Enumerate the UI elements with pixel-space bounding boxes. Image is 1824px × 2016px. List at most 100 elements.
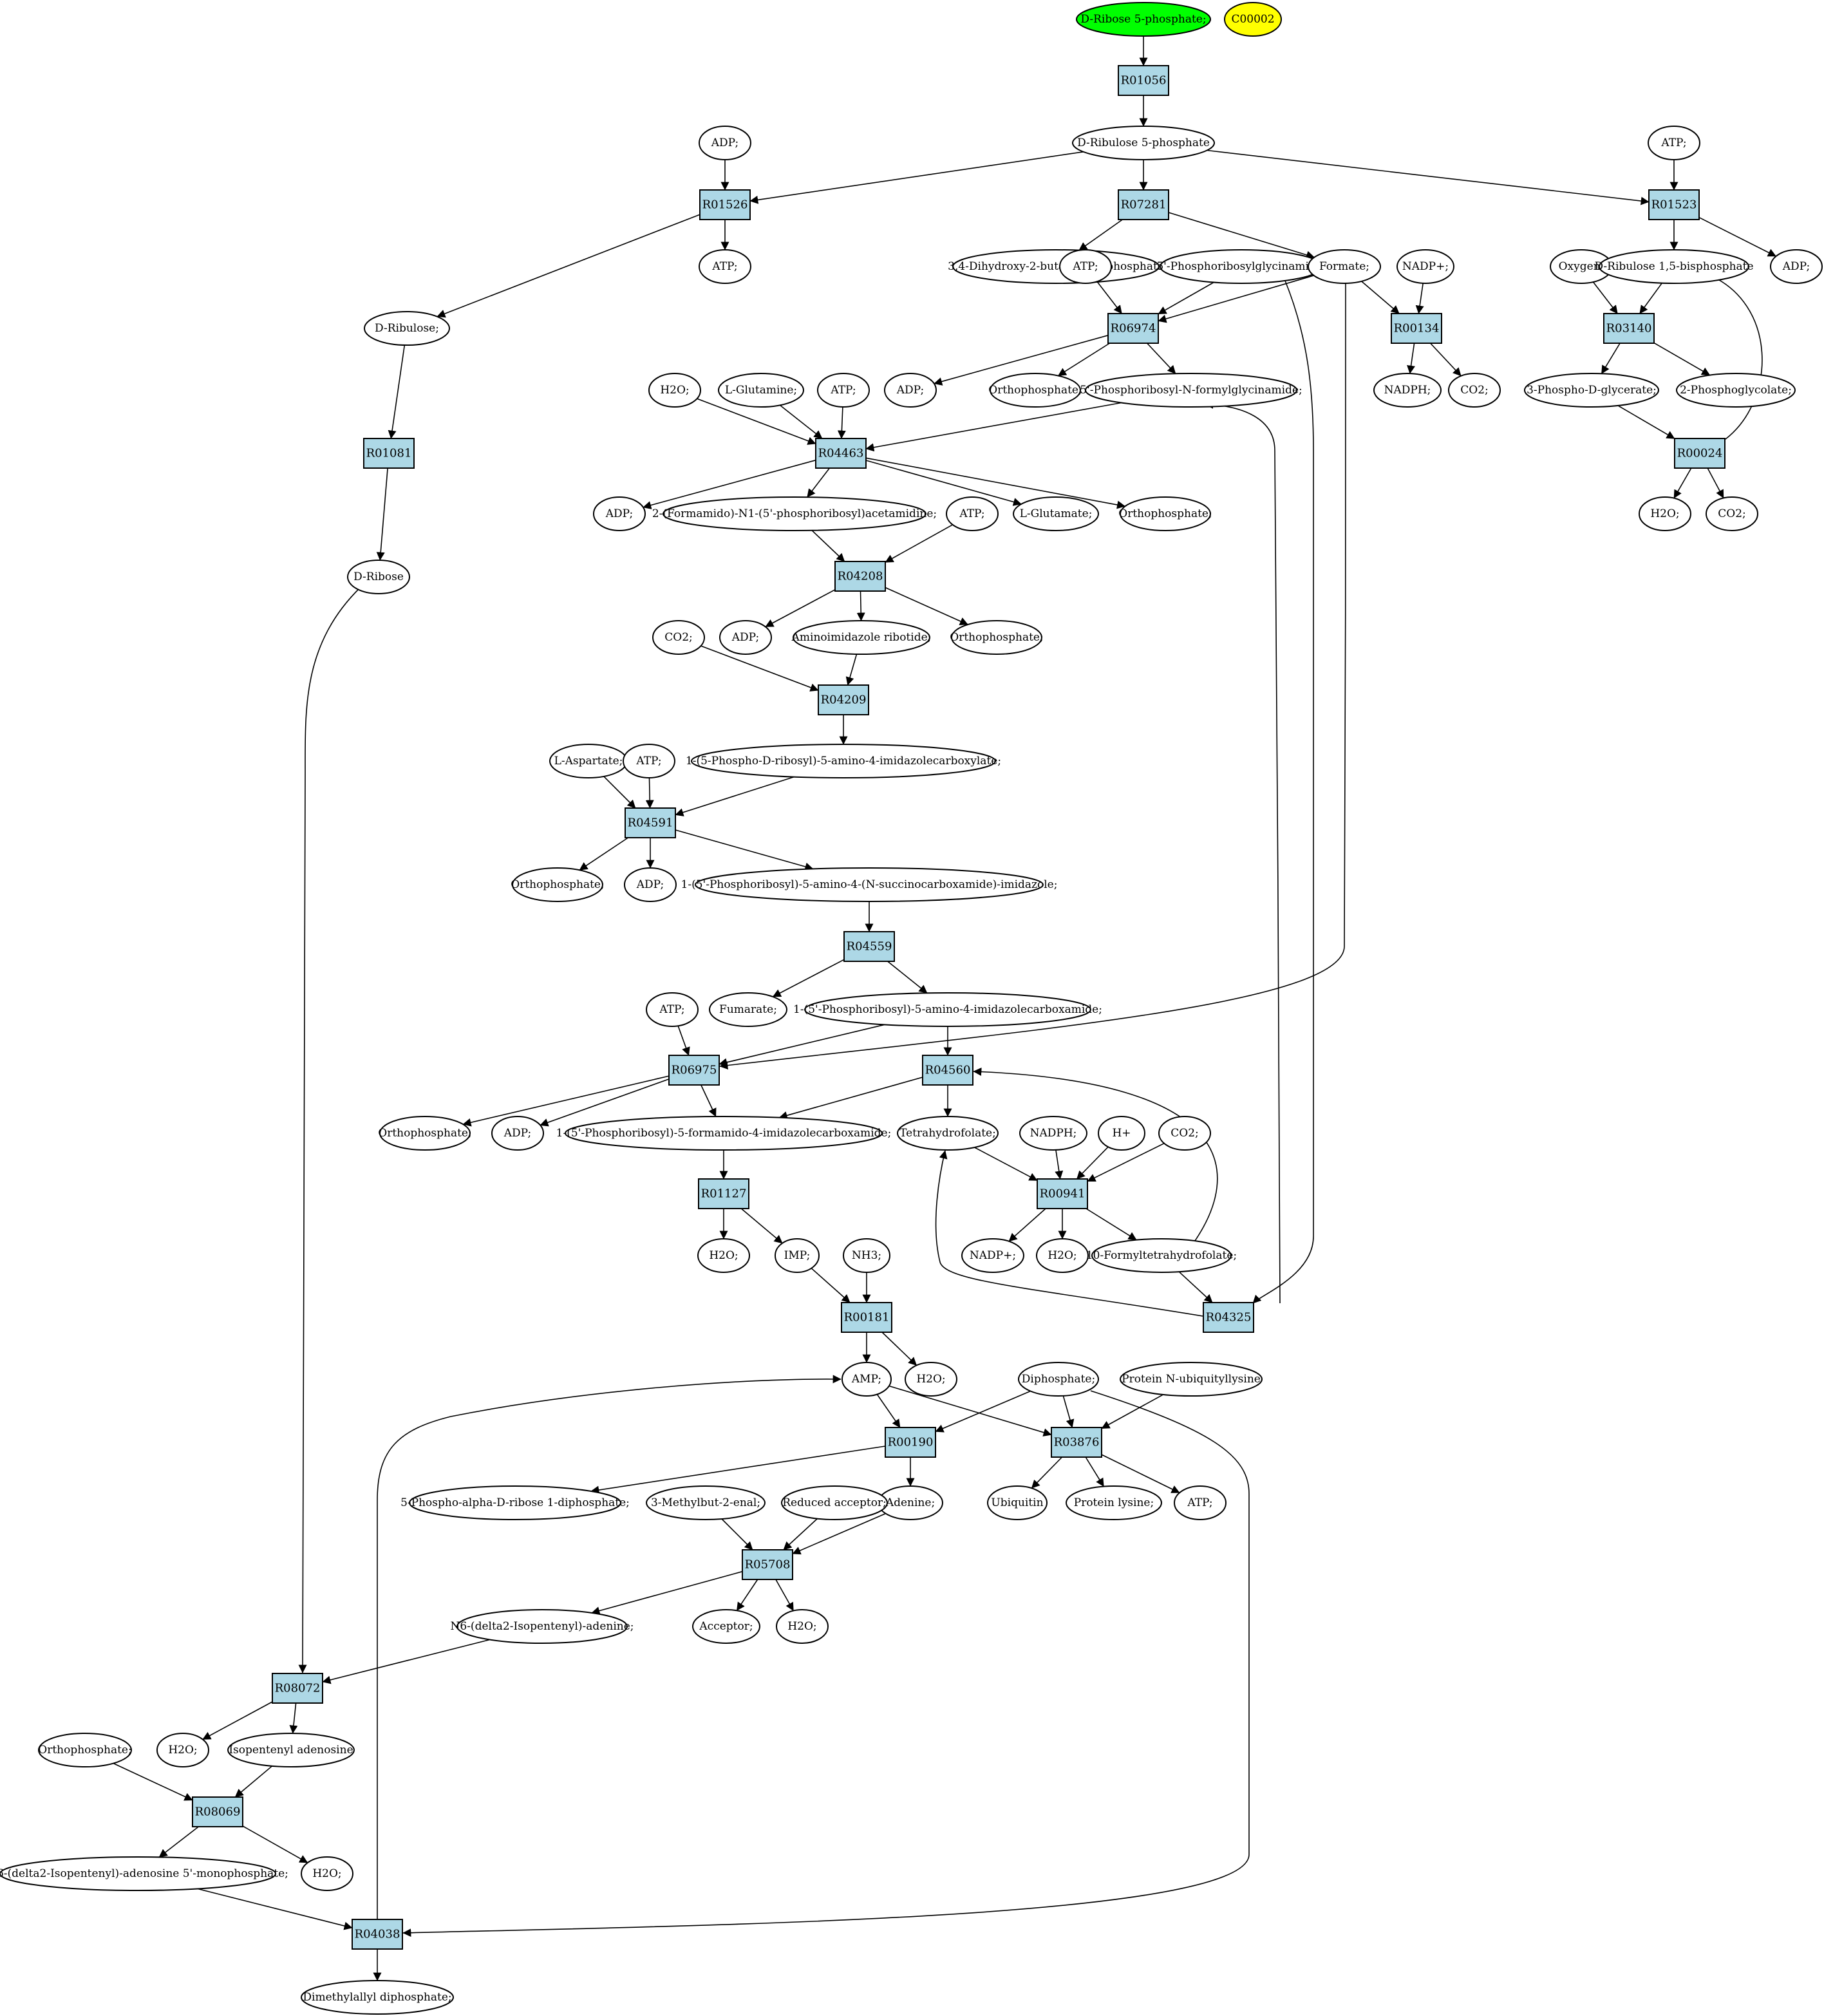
metabolite-node-cair[interactable]: 1-(5-Phospho-D-ribosyl)-5-amino-4-imidaz…: [686, 744, 1001, 778]
metabolite-node-nadph_r00134[interactable]: NADPH;: [1373, 373, 1442, 408]
metabolite-node-saicar[interactable]: 1-(5'-Phosphoribosyl)-5-amino-4-(N-succi…: [681, 867, 1058, 902]
metabolite-node-pi_r06974[interactable]: Orthophosphate;: [988, 373, 1082, 408]
metabolite-node-fgam[interactable]: 2-(Formamido)-N1-(5'-phosphoribosyl)acet…: [652, 496, 937, 531]
reaction-node-R03876[interactable]: R03876: [1051, 1427, 1102, 1458]
metabolite-node-pi_r04591[interactable]: Orthophosphate;: [511, 867, 605, 902]
metabolite-node-h2o_r05708[interactable]: H2O;: [776, 1609, 829, 1644]
reaction-node-R00941[interactable]: R00941: [1037, 1178, 1088, 1209]
metabolite-node-adp_r06975[interactable]: ADP;: [491, 1116, 544, 1151]
metabolite-node-dhbp[interactable]: 3,4-Dihydroxy-2-butanone 4-phosphate: [948, 249, 1164, 284]
metabolite-node-h2o_r08072[interactable]: H2O;: [156, 1733, 209, 1767]
metabolite-node-h2o_r08069[interactable]: H2O;: [301, 1856, 353, 1891]
reaction-node-R01056[interactable]: R01056: [1118, 65, 1169, 96]
reaction-node-R08069[interactable]: R08069: [192, 1796, 243, 1827]
reaction-node-R01127[interactable]: R01127: [698, 1178, 749, 1209]
metabolite-node-nadp_r00941[interactable]: NADP+;: [961, 1238, 1024, 1273]
metabolite-node-red_acc[interactable]: Reduced acceptor;: [781, 1485, 888, 1520]
metabolite-node-ru5p[interactable]: D-Ribulose 5-phosphate: [1072, 126, 1215, 160]
reaction-node-R07281[interactable]: R07281: [1118, 189, 1169, 220]
reaction-node-R08072[interactable]: R08072: [272, 1673, 323, 1704]
metabolite-node-gln[interactable]: L-Glutamine;: [718, 373, 804, 408]
reaction-node-R06975[interactable]: R06975: [668, 1055, 720, 1086]
metabolite-node-dmapp[interactable]: Dimethylallyl diphosphate;: [301, 1980, 454, 2015]
metabolite-node-h2o_r00941[interactable]: H2O;: [1036, 1238, 1089, 1273]
metabolite-node-nadph_r00941[interactable]: NADPH;: [1019, 1116, 1087, 1151]
metabolite-node-prot_ub[interactable]: Protein N-ubiquityllysine: [1120, 1362, 1263, 1397]
reaction-node-R04209[interactable]: R04209: [818, 684, 869, 715]
metabolite-node-adp_r06974[interactable]: ADP;: [884, 373, 937, 408]
metabolite-node-fthf[interactable]: 10-Formyltetrahydrofolate;: [1086, 1238, 1237, 1273]
metabolite-node-ipado[interactable]: Isopentenyl adenosine: [227, 1733, 355, 1767]
metabolite-node-h2o_r04463[interactable]: H2O;: [648, 373, 701, 408]
metabolite-node-start[interactable]: D-Ribose 5-phosphate;: [1076, 2, 1211, 37]
reaction-node-R04559[interactable]: R04559: [843, 931, 895, 962]
metabolite-node-h2o_r00024[interactable]: H2O;: [1639, 496, 1691, 531]
reaction-node-R04560[interactable]: R04560: [922, 1055, 973, 1086]
metabolite-node-atp_r03876[interactable]: ATP;: [1174, 1485, 1227, 1520]
metabolite-node-thf[interactable]: Tetrahydrofolate;: [897, 1116, 999, 1151]
metabolite-node-co2_r00941[interactable]: CO2;: [1158, 1116, 1211, 1151]
reaction-node-R00181[interactable]: R00181: [841, 1302, 892, 1333]
metabolite-node-diphosphate[interactable]: Diphosphate;: [1018, 1362, 1099, 1397]
metabolite-node-nadp_r00134[interactable]: NADP+;: [1396, 249, 1454, 284]
metabolite-node-pga[interactable]: 3-Phospho-D-glycerate;: [1524, 373, 1659, 408]
metabolite-node-adp_r04463[interactable]: ADP;: [593, 496, 646, 531]
reaction-node-R01526[interactable]: R01526: [699, 189, 751, 220]
metabolite-node-adp_r01526_in[interactable]: ADP;: [699, 126, 751, 160]
reaction-node-R04038[interactable]: R04038: [352, 1919, 403, 1950]
metabolite-node-prpp[interactable]: 5-Phospho-alpha-D-ribose 1-diphosphate;: [400, 1485, 630, 1520]
reaction-node-R00024[interactable]: R00024: [1674, 438, 1725, 469]
reaction-node-R04325[interactable]: R04325: [1203, 1302, 1254, 1333]
metabolite-node-n6_ipa[interactable]: N6-(delta2-Isopentenyl)-adenine;: [451, 1609, 634, 1644]
metabolite-node-ubiquitin[interactable]: Ubiquitin: [987, 1485, 1048, 1520]
metabolite-node-atp_r06974[interactable]: ATP;: [1059, 249, 1112, 284]
metabolite-node-air[interactable]: Aminoimidazole ribotide;: [791, 620, 932, 655]
metabolite-node-gar[interactable]: 5'-Phosphoribosylglycinamide;: [1156, 249, 1326, 284]
metabolite-node-nh3[interactable]: NH3;: [843, 1238, 890, 1273]
metabolite-node-pi_r08069[interactable]: Orthophosphate;: [38, 1733, 132, 1767]
metabolite-node-fgar[interactable]: 5'-Phosphoribosyl-N-formylglycinamide;: [1080, 373, 1302, 408]
metabolite-node-n6_ipamp[interactable]: N6-(delta2-Isopentenyl)-adenosine 5'-mon…: [0, 1856, 288, 1891]
metabolite-node-atp_r01523_in[interactable]: ATP;: [1648, 126, 1700, 160]
metabolite-node-prot_lys[interactable]: Protein lysine;: [1066, 1485, 1162, 1520]
metabolite-node-pi_r04208[interactable]: Orthophosphate;: [950, 620, 1044, 655]
metabolite-node-formate[interactable]: Formate;: [1308, 249, 1381, 284]
metabolite-node-adp_r04591[interactable]: ADP;: [624, 867, 677, 902]
metabolite-node-atp_r04591[interactable]: ATP;: [623, 744, 675, 778]
metabolite-node-asp[interactable]: L-Aspartate;: [549, 744, 628, 778]
metabolite-node-adp_r01523_out[interactable]: ADP;: [1770, 249, 1823, 284]
metabolite-node-legend[interactable]: C00002: [1224, 2, 1282, 37]
reaction-node-R03140[interactable]: R03140: [1603, 313, 1655, 344]
reaction-node-R04208[interactable]: R04208: [834, 561, 886, 592]
metabolite-node-d_ribose[interactable]: D-Ribose: [347, 560, 410, 594]
metabolite-node-pi_r04463[interactable]: Orthophosphate;: [1118, 496, 1212, 531]
metabolite-node-d_ribulose[interactable]: D-Ribulose;: [364, 311, 450, 346]
reaction-node-R05708[interactable]: R05708: [742, 1549, 793, 1580]
reaction-node-R04463[interactable]: R04463: [815, 438, 867, 469]
metabolite-node-adenine[interactable]: Adenine;: [878, 1485, 943, 1520]
metabolite-node-adp_r04208[interactable]: ADP;: [719, 620, 772, 655]
metabolite-node-glu[interactable]: L-Glutamate;: [1013, 496, 1099, 531]
metabolite-node-co2_r00134[interactable]: CO2;: [1448, 373, 1501, 408]
metabolite-node-aicar[interactable]: 1-(5'-Phosphoribosyl)-5-amino-4-imidazol…: [793, 992, 1102, 1027]
metabolite-node-co2_r00024[interactable]: CO2;: [1706, 496, 1758, 531]
reaction-node-R06974[interactable]: R06974: [1107, 313, 1159, 344]
metabolite-node-atp_r06975[interactable]: ATP;: [646, 992, 699, 1027]
metabolite-node-h_plus[interactable]: H+: [1098, 1116, 1145, 1151]
reaction-node-R00190[interactable]: R00190: [885, 1427, 936, 1458]
metabolite-node-rubp[interactable]: D-Ribulose 1,5-bisphosphate: [1594, 249, 1754, 284]
metabolite-node-amp[interactable]: AMP;: [841, 1362, 892, 1397]
metabolite-node-pi_r06975[interactable]: Orthophosphate;: [378, 1116, 472, 1151]
metabolite-node-acceptor[interactable]: Acceptor;: [692, 1609, 760, 1644]
metabolite-node-h2o_r01127[interactable]: H2O;: [697, 1238, 750, 1273]
metabolite-node-pgly[interactable]: 2-Phosphoglycolate;: [1676, 373, 1796, 408]
reaction-node-R04591[interactable]: R04591: [625, 807, 676, 838]
metabolite-node-fumarate[interactable]: Fumarate;: [709, 992, 787, 1027]
metabolite-node-imp[interactable]: IMP;: [775, 1238, 820, 1273]
metabolite-node-atp_r01526_out[interactable]: ATP;: [699, 249, 751, 284]
metabolite-node-atp_r04463[interactable]: ATP;: [817, 373, 870, 408]
metabolite-node-faicar[interactable]: 1-(5'-Phosphoribosyl)-5-formamido-4-imid…: [556, 1116, 892, 1151]
metabolite-node-atp_r04208[interactable]: ATP;: [946, 496, 999, 531]
reaction-node-R01523[interactable]: R01523: [1648, 189, 1700, 220]
metabolite-node-methylbutenal[interactable]: 3-Methylbut-2-enal;: [646, 1485, 766, 1520]
